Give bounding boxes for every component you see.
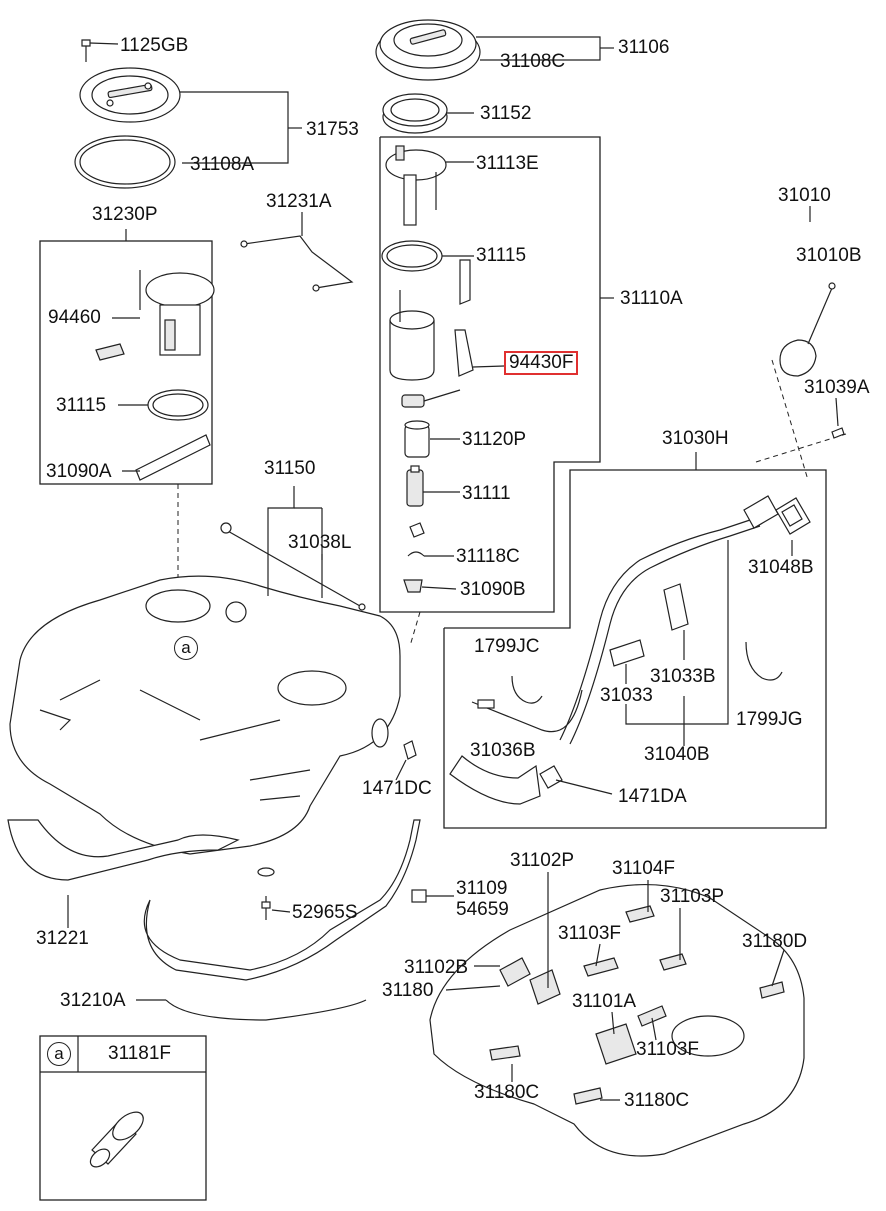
fuel-tank-main	[9, 575, 401, 855]
label-31102P: 31102P	[510, 850, 575, 871]
label-31180: 31180	[382, 980, 434, 1001]
label-31108C: 31108C	[500, 51, 566, 72]
flange-31113E	[385, 145, 447, 226]
strap-31210A	[143, 819, 421, 1021]
label-31152: 31152	[480, 103, 532, 124]
label-1799JG: 1799JG	[736, 709, 803, 730]
bracket-31090B	[403, 579, 423, 593]
cover-31106	[375, 19, 481, 81]
label-54659: 54659	[456, 899, 509, 920]
bolt-1125GB	[81, 39, 119, 62]
pump-module-94460	[95, 270, 215, 361]
label-31110A: 31110A	[620, 288, 683, 309]
label-1799JC: 1799JC	[474, 636, 540, 657]
float-arm	[401, 389, 461, 408]
label-31111: 31111	[462, 483, 511, 504]
hose-1799JG	[745, 641, 783, 681]
bracket-31090A	[135, 434, 211, 481]
tank-lower-right	[429, 883, 805, 1157]
label-31106: 31106	[618, 37, 670, 58]
pump-reservoir	[389, 290, 435, 381]
label-31048B: 31048B	[748, 557, 814, 578]
filler-cap-31010	[779, 282, 836, 377]
label-31753: 31753	[306, 119, 359, 140]
label-31038L: 31038L	[288, 532, 352, 553]
hose-breather	[471, 689, 583, 733]
label-31103F-upper: 31103F	[558, 923, 622, 944]
label-31118C: 31118C	[456, 546, 520, 567]
label-31150: 31150	[264, 458, 316, 479]
label-31033: 31033	[600, 685, 653, 706]
fuel-pump-31111	[406, 465, 424, 507]
label-31120P: 31120P	[462, 429, 527, 450]
label-31010B: 31010B	[796, 245, 862, 266]
label-31030H: 31030H	[662, 428, 729, 449]
clip-31118C	[407, 522, 425, 557]
gasket-31108A	[74, 135, 176, 189]
label-31231A: 31231A	[266, 191, 332, 212]
callout-a-inset: a	[47, 1042, 71, 1066]
filter-31120P	[404, 420, 430, 458]
strap-31221	[7, 819, 240, 881]
label-31104F: 31104F	[612, 858, 676, 879]
filler-pipe	[559, 495, 779, 745]
clip-1471DC	[403, 740, 417, 760]
label-94460: 94460	[48, 307, 101, 328]
o-ring-31115-left	[147, 389, 209, 421]
bracket-31033	[609, 639, 645, 667]
cover-plate-31753	[79, 67, 181, 123]
label-31103P: 31103P	[660, 886, 725, 907]
label-1125GB: 1125GB	[120, 35, 189, 56]
label-1471DA: 1471DA	[618, 786, 687, 807]
label-31040B: 31040B	[644, 744, 710, 765]
label-31180D: 31180D	[742, 931, 808, 952]
hose-1799JC	[511, 675, 543, 704]
label-31102B: 31102B	[404, 957, 469, 978]
lock-ring-31152	[382, 93, 448, 134]
o-ring-31115	[381, 240, 443, 272]
hose-31036B	[449, 755, 563, 805]
vent-line-31231A	[240, 235, 354, 292]
nut-54659	[411, 889, 427, 903]
label-31115-module: 31115	[476, 245, 527, 266]
bolt-31039A	[831, 427, 845, 439]
sender-94430F	[454, 329, 505, 377]
label-31010: 31010	[778, 185, 831, 206]
label-31113E: 31113E	[476, 153, 539, 174]
label-94430F-highlighted[interactable]: 94430F	[504, 351, 579, 375]
label-1471DC: 1471DC	[362, 778, 432, 799]
bracket-31115	[459, 259, 471, 305]
label-31090B: 31090B	[460, 579, 526, 600]
label-31221: 31221	[36, 928, 89, 949]
label-31108A: 31108A	[190, 154, 255, 175]
label-31230P: 31230P	[92, 204, 158, 225]
label-31101A: 31101A	[572, 991, 637, 1012]
bolt-52965S	[257, 867, 275, 920]
label-31033B: 31033B	[650, 666, 716, 687]
label-31115-left: 31115	[56, 395, 107, 416]
label-31210A: 31210A	[60, 990, 126, 1011]
part-31181F	[89, 1111, 144, 1168]
label-31180C-right: 31180C	[624, 1090, 690, 1111]
label-31103F-lower: 31103F	[636, 1039, 700, 1060]
label-31180C-left: 31180C	[474, 1082, 540, 1103]
label-31181F: 31181F	[108, 1043, 172, 1064]
bracket-31033B	[663, 583, 689, 631]
strap-lines	[220, 522, 366, 611]
gasket-31048B	[775, 497, 811, 535]
callout-a-main: a	[174, 636, 198, 660]
label-31090A: 31090A	[46, 461, 112, 482]
label-31039A: 31039A	[804, 377, 870, 398]
label-31036B: 31036B	[470, 740, 536, 761]
label-31109: 31109	[456, 878, 508, 899]
label-52965S: 52965S	[292, 902, 358, 923]
